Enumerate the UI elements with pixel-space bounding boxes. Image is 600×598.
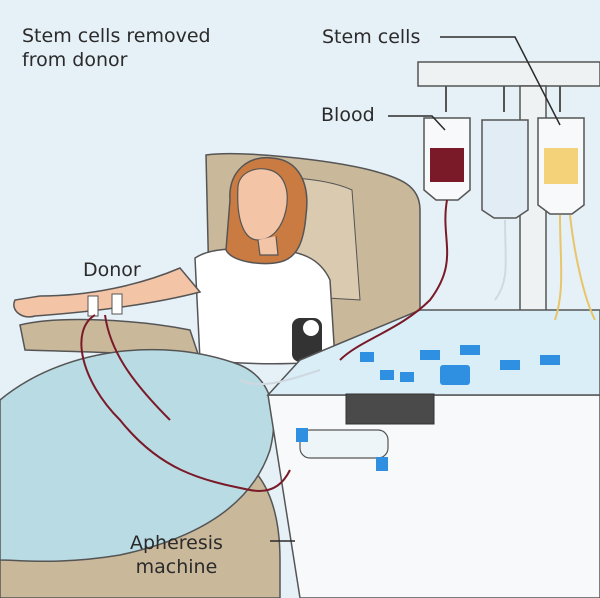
apheresis-machine-label: Apheresis machine [130,531,223,579]
donor-label: Donor [83,259,141,281]
tubing [80,199,596,492]
blanket [0,348,275,562]
blood-pressure-cuff [292,318,322,362]
title-line-1: Stem cells removed [22,25,211,47]
title-line-2: from donor [22,49,128,71]
apheresis-label-line-1: Apheresis [130,532,223,554]
apheresis-label-line-2: machine [135,556,218,578]
plasma-bag [481,119,529,219]
blood-label: Blood [321,104,375,126]
leader-lines [270,36,561,542]
stem-cells-label: Stem cells [322,26,421,48]
blood-bag [423,117,471,201]
apheresis-machine [266,309,600,598]
stem-cells-bag [537,117,585,215]
figure-title: Stem cells removed from donor [22,24,211,72]
